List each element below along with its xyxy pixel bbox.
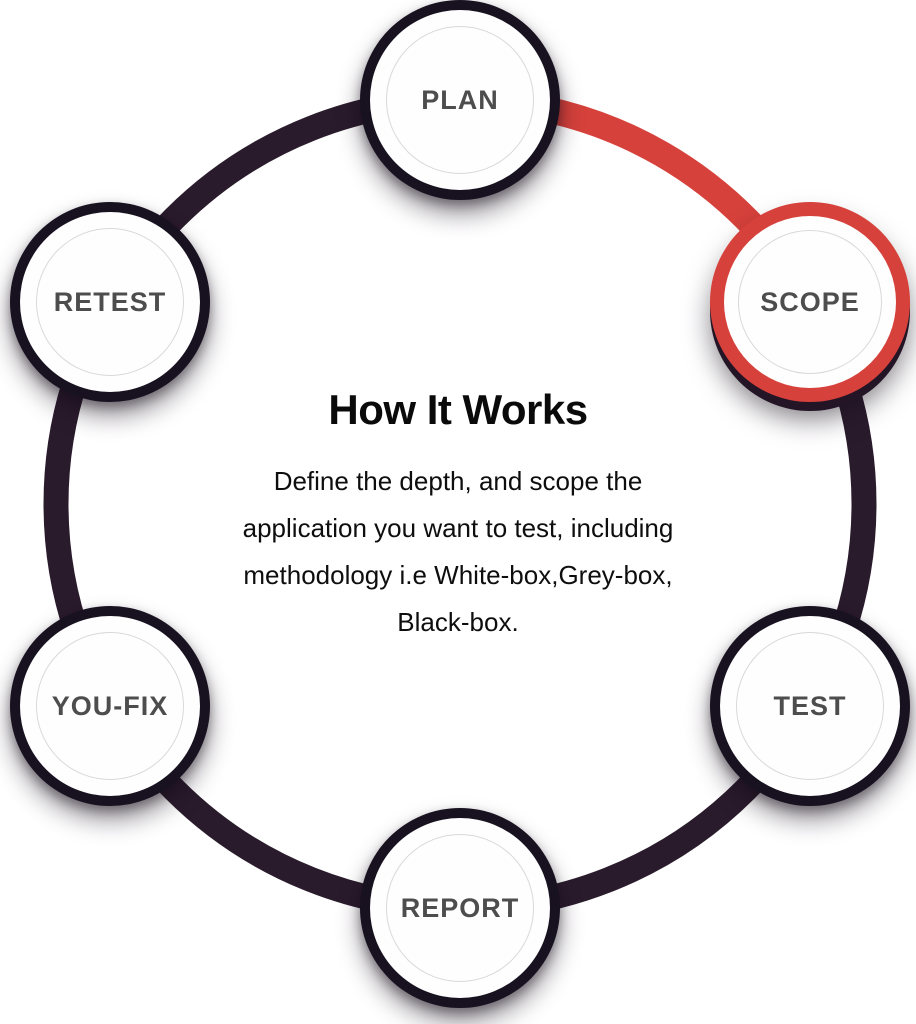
step-label: REPORT: [400, 892, 520, 923]
step-node-retest[interactable]: RETEST: [10, 202, 210, 402]
step-node-test[interactable]: TEST: [710, 606, 910, 806]
step-node-retest-face: RETEST: [20, 212, 200, 392]
page-title: How It Works: [328, 386, 588, 433]
step-node-plan-face: PLAN: [370, 10, 550, 190]
step-label: TEST: [773, 690, 847, 721]
step-label: YOU-FIX: [51, 690, 169, 721]
step-description: Define the depth, and scope the applicat…: [118, 458, 798, 646]
step-node-report[interactable]: REPORT: [360, 808, 560, 1008]
step-node-plan[interactable]: PLAN: [360, 0, 560, 200]
step-description-line: Black-box.: [397, 607, 519, 637]
step-node-report-face: REPORT: [370, 818, 550, 998]
step-label: PLAN: [421, 84, 499, 115]
step-node-test-face: TEST: [720, 616, 900, 796]
step-label: SCOPE: [760, 286, 860, 317]
center-text-block: How It Works Define the depth, and scope…: [118, 386, 798, 646]
step-node-scope-face: SCOPE: [724, 216, 896, 388]
step-node-you-fix[interactable]: YOU-FIX: [10, 606, 210, 806]
step-label: RETEST: [53, 286, 167, 317]
step-description-line: application you want to test, including: [242, 513, 674, 543]
step-description-line: methodology i.e White-box,Grey-box,: [243, 560, 673, 590]
step-description-line: Define the depth, and scope the: [273, 466, 643, 496]
step-node-scope[interactable]: SCOPE: [710, 202, 910, 402]
step-node-you-fix-face: YOU-FIX: [20, 616, 200, 796]
